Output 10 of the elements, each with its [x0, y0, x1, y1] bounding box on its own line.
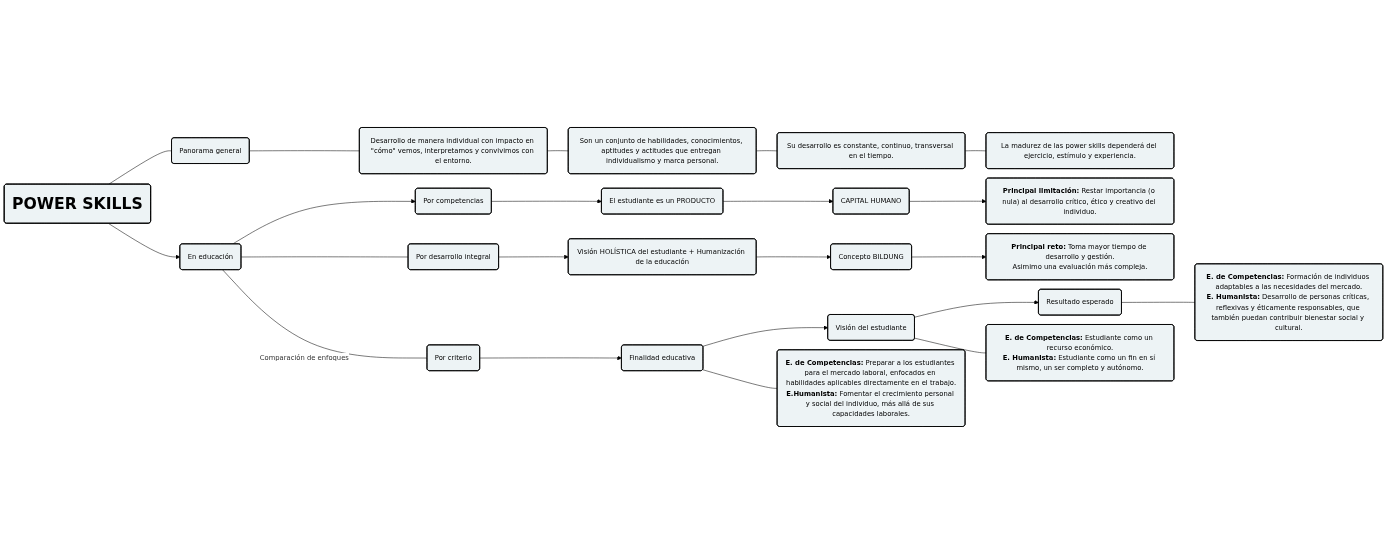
connector [241, 256, 409, 258]
connector [756, 150, 778, 152]
connector [914, 337, 987, 354]
connector [249, 150, 360, 152]
connector [1121, 302, 1196, 303]
connector [222, 269, 428, 359]
connector [108, 150, 173, 185]
connector [547, 150, 569, 152]
connector [702, 369, 778, 389]
connector [965, 150, 987, 152]
